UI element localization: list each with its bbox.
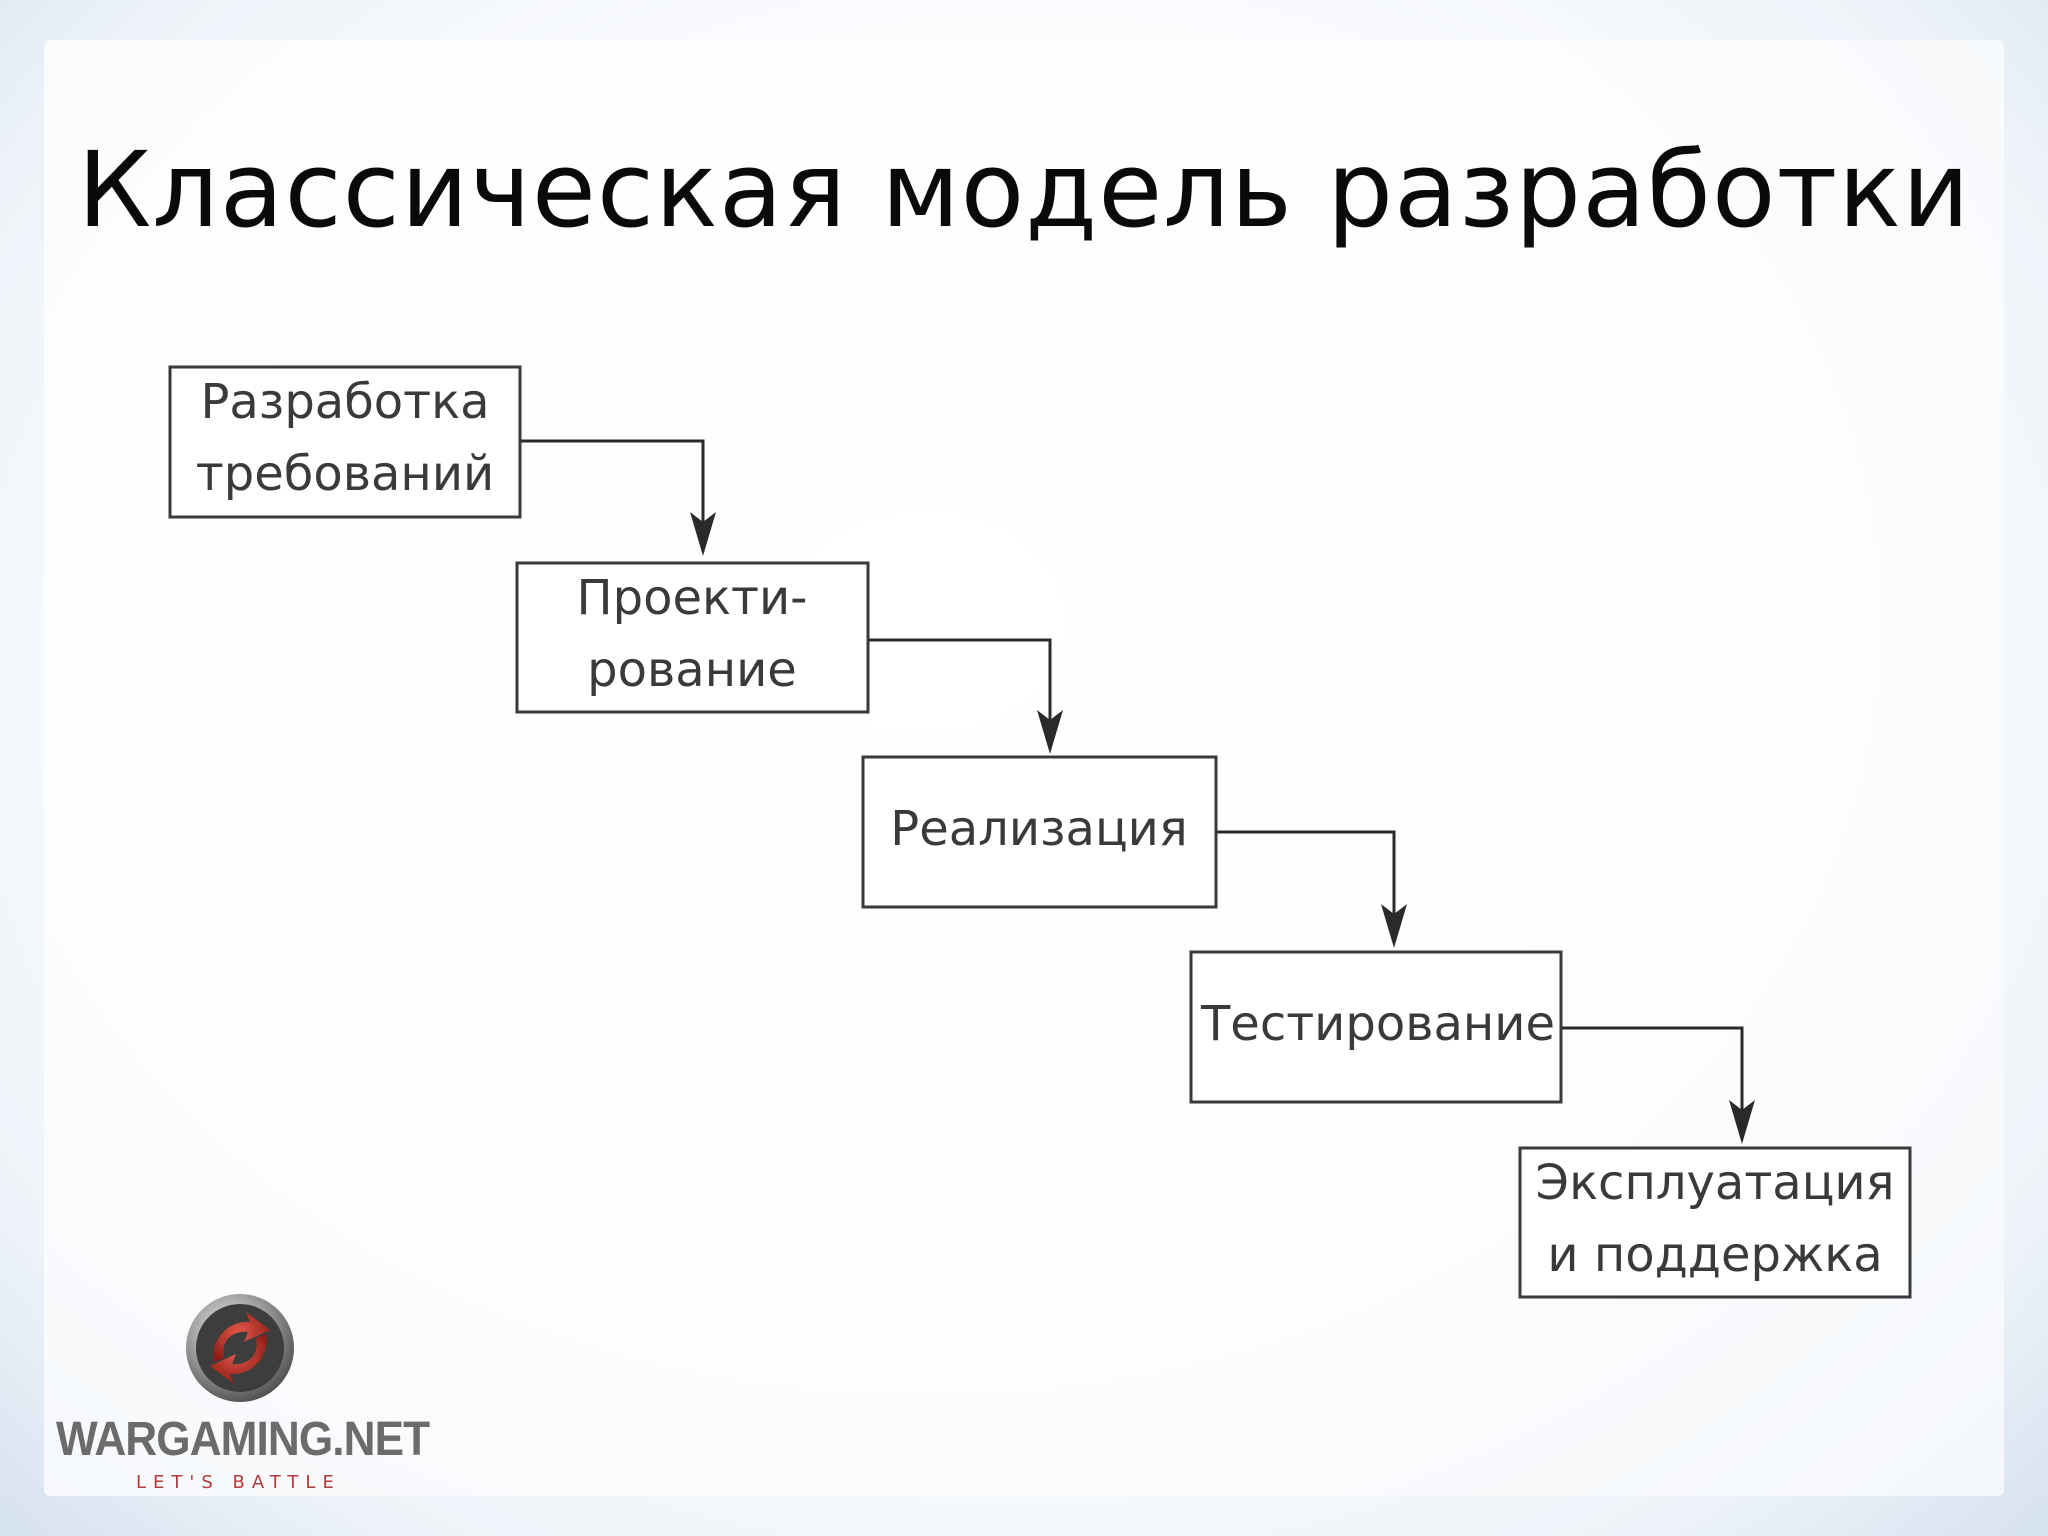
stage-label-operation-line1: Эксплуатация [1536, 1155, 1895, 1211]
connector-4 [1561, 1026, 1744, 1138]
connector-2 [868, 638, 1052, 746]
logo-wordmark: WARGAMING.NET [56, 1413, 430, 1466]
stage-box-operation: Эксплуатация и поддержка [1518, 1146, 1912, 1299]
arrow-head-3 [1381, 904, 1407, 948]
stage-label-requirements-line1: Разработка [200, 374, 489, 430]
stage-box-implementation: Реализация [861, 755, 1218, 909]
stage-box-requirements: Разработка требований [168, 365, 522, 519]
connectors [520, 439, 1755, 1144]
stage-label-design-line1: Проекти- [577, 570, 808, 626]
arrow-head-4 [1729, 1100, 1755, 1144]
connector-1 [520, 439, 705, 552]
stage-label-requirements-line2: требований [196, 446, 494, 502]
stage-label-design-line2: рование [587, 642, 797, 698]
arrow-head-1 [690, 512, 716, 556]
stage-label-operation-line2: и поддержка [1547, 1227, 1882, 1283]
slide-title: Классическая модель разработки [77, 129, 1971, 251]
stage-label-testing: Тестирование [1200, 996, 1555, 1052]
stage-label-implementation: Реализация [890, 801, 1187, 857]
stage-box-design: Проекти- рование [515, 561, 870, 714]
logo-tagline: LET'S BATTLE [136, 1472, 341, 1493]
connector-3 [1216, 830, 1396, 942]
stage-box-testing: Тестирование [1189, 950, 1563, 1104]
arrow-head-2 [1037, 710, 1063, 754]
wargaming-emblem-icon [186, 1294, 294, 1402]
